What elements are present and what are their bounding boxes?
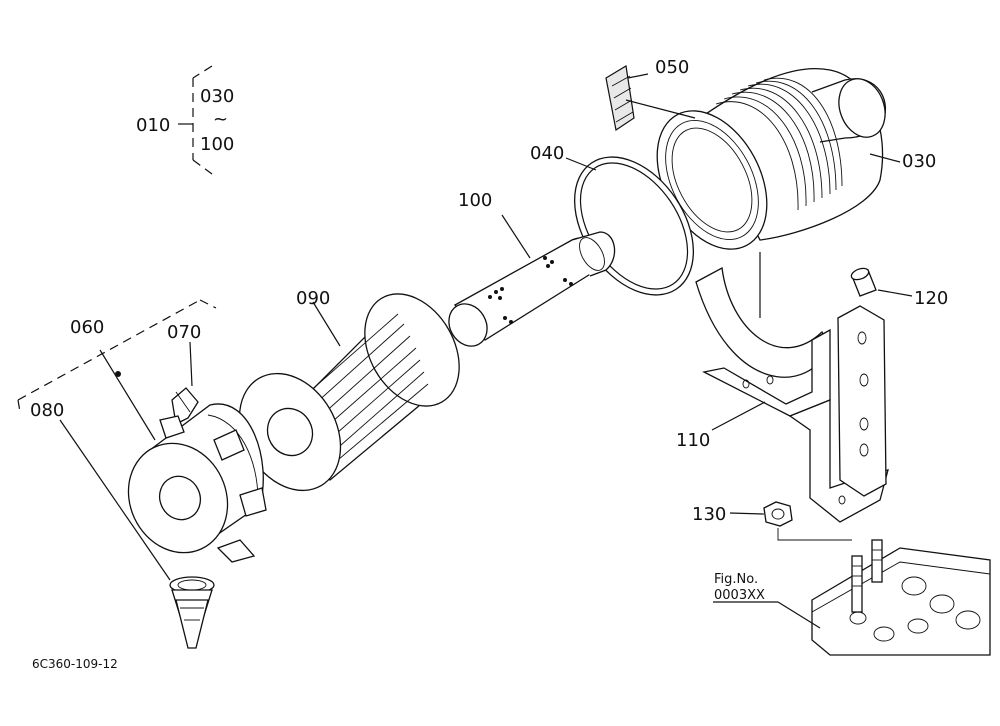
- fig-no-number: 0003XX: [714, 588, 765, 603]
- label-090: 090: [296, 288, 330, 309]
- filter-housing-030: [656, 68, 887, 250]
- label-080: 080: [30, 400, 64, 421]
- cap-120: [850, 267, 913, 297]
- label-100-range-end: 100: [200, 134, 234, 155]
- clamp-070: [159, 341, 199, 439]
- label-010: 010: [136, 115, 170, 136]
- label-050: 050: [655, 57, 689, 78]
- cover-060: [99, 349, 267, 563]
- safety-element-100: [448, 214, 616, 347]
- bracket-110: [695, 252, 889, 523]
- label-110: 110: [676, 430, 710, 451]
- leader-050: [627, 73, 649, 79]
- label-040: 040: [530, 143, 564, 164]
- label-100: 100: [458, 190, 492, 211]
- label-030: 030: [902, 151, 936, 172]
- leader-030: [869, 153, 901, 163]
- engine-block: [713, 539, 991, 656]
- drawing-code: 6C360-109-12: [32, 657, 118, 671]
- label-050: [605, 65, 696, 132]
- dust-valve-080: [59, 419, 215, 649]
- label-060: 060: [70, 317, 104, 338]
- label-120: 120: [914, 288, 948, 309]
- filter-element-090: [238, 293, 460, 492]
- subassembly-bracket-060: [17, 299, 217, 413]
- label-range-tilde: ~: [213, 109, 228, 130]
- leader-040: [565, 157, 597, 171]
- label-030-range-start: 030: [200, 86, 234, 107]
- label-070: 070: [167, 322, 201, 343]
- nut-130: [729, 501, 852, 541]
- assembly-bracket-010: [178, 65, 213, 175]
- label-130: 130: [692, 504, 726, 525]
- fig-no-label: Fig.No.: [714, 572, 758, 587]
